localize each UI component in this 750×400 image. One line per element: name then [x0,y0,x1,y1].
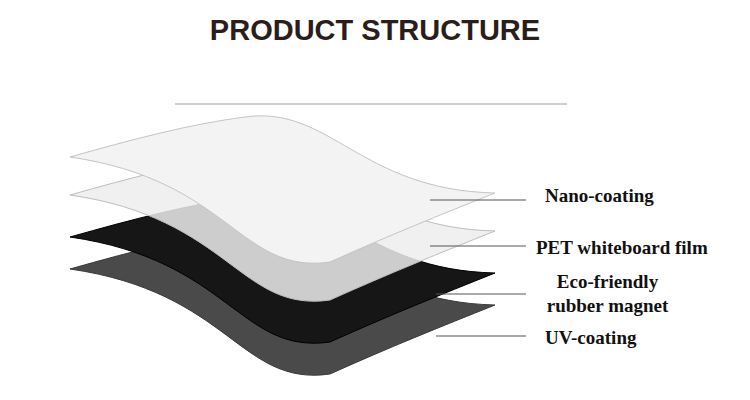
leader-lines [430,200,526,336]
layer-label: UV-coating [545,326,636,350]
layer-label: Nano-coating [545,184,654,208]
layer-sheet [70,116,495,263]
layer-label: Eco-friendly rubber magnet [540,270,675,318]
layer-label: PET whiteboard film [536,236,708,260]
title: PRODUCT STRUCTURE [0,14,750,47]
title-rule [175,104,567,105]
